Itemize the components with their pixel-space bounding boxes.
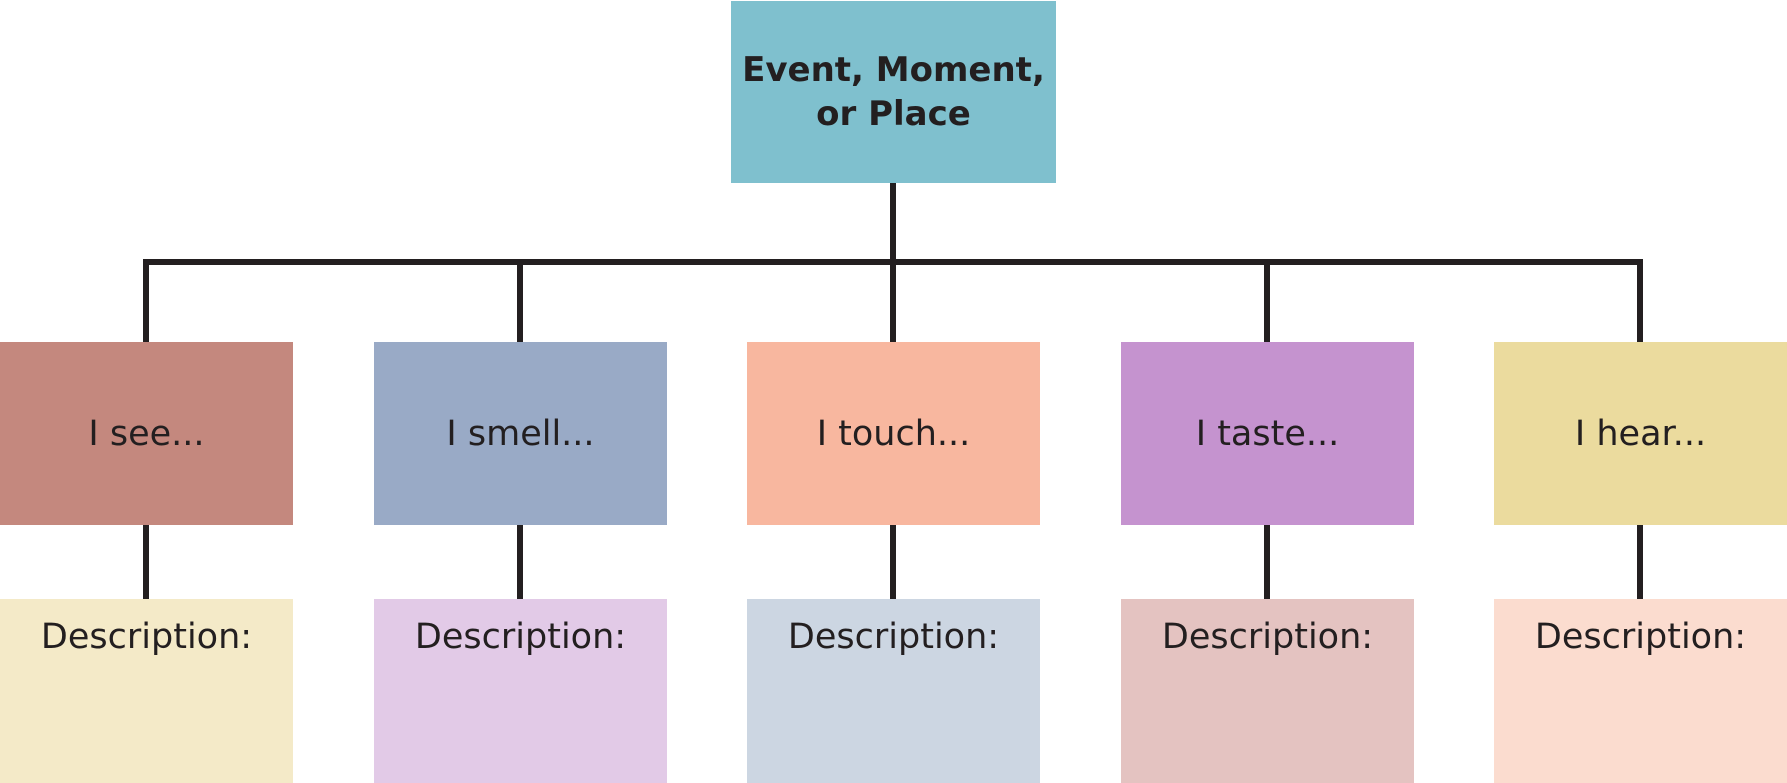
description-label: Description:	[1534, 617, 1747, 657]
sense-node-label: I smell...	[446, 413, 595, 454]
description-label: Description:	[40, 617, 253, 657]
description-box-smell: Description:	[374, 599, 667, 783]
root-node: Event, Moment, or Place	[731, 1, 1056, 183]
description-box-hear: Description:	[1494, 599, 1787, 783]
sense-node-label: I touch...	[816, 413, 971, 454]
sense-node-taste: I taste...	[1121, 342, 1414, 525]
description-box-touch: Description:	[747, 599, 1040, 783]
description-box-taste: Description:	[1121, 599, 1414, 783]
sense-node-label: I taste...	[1195, 413, 1340, 454]
description-box-see: Description:	[0, 599, 293, 783]
sense-node-label: I hear...	[1574, 413, 1707, 454]
sense-node-label: I see...	[88, 413, 205, 454]
description-label: Description:	[1161, 617, 1374, 657]
description-label: Description:	[414, 617, 627, 657]
sense-node-see: I see...	[0, 342, 293, 525]
sense-node-touch: I touch...	[747, 342, 1040, 525]
root-node-label: Event, Moment, or Place	[742, 50, 1045, 134]
sense-node-hear: I hear...	[1494, 342, 1787, 525]
sense-node-smell: I smell...	[374, 342, 667, 525]
description-label: Description:	[787, 617, 1000, 657]
